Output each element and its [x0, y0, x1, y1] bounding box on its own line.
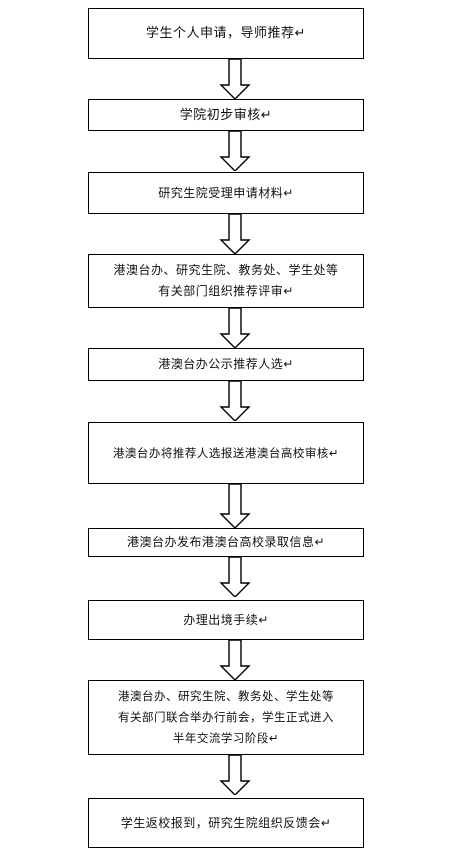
down-arrow-icon [219, 755, 251, 795]
step-4-label: 港澳台办、研究生院、教务处、学生处等 有关部门组织推荐评审↵ [113, 263, 339, 298]
step-3-box: 研究生院受理申请材料↵ [88, 172, 364, 214]
step-6-box: 港澳台办将推荐人选报送港澳台高校审核↵ [88, 422, 364, 484]
step-7-label: 港澳台办发布港澳台高校录取信息↵ [126, 535, 326, 549]
down-arrow-icon [219, 308, 251, 348]
step-8-label: 办理出境手续↵ [183, 612, 269, 627]
step-3-label: 研究生院受理申请材料↵ [158, 185, 294, 200]
step-5-label: 港澳台办公示推荐人选↵ [158, 357, 294, 371]
down-arrow-icon [219, 557, 251, 597]
down-arrow-icon [219, 484, 251, 528]
down-arrow-icon [219, 381, 251, 421]
step-8-box: 办理出境手续↵ [88, 600, 364, 640]
step-7-box: 港澳台办发布港澳台高校录取信息↵ [88, 528, 364, 557]
down-arrow-icon [219, 214, 251, 254]
step-6-label: 港澳台办将推荐人选报送港澳台高校审核↵ [112, 445, 340, 460]
step-2-label: 学院初步审核↵ [179, 107, 273, 123]
step-9-label: 港澳台办、研究生院、教务处、学生处等 有关部门联合举办行前会，学生正式进入 半年… [118, 689, 334, 745]
step-5-box: 港澳台办公示推荐人选↵ [88, 348, 364, 381]
step-4-box: 港澳台办、研究生院、教务处、学生处等 有关部门组织推荐评审↵ [88, 254, 364, 308]
down-arrow-icon [219, 640, 251, 680]
step-2-box: 学院初步审核↵ [88, 99, 364, 131]
down-arrow-icon [219, 59, 251, 99]
step-1-box: 学生个人申请，导师推荐↵ [88, 8, 364, 59]
step-1-label: 学生个人申请，导师推荐↵ [146, 26, 306, 41]
down-arrow-icon [219, 131, 251, 171]
step-10-box: 学生返校报到，研究生院组织反馈会↵ [88, 798, 364, 848]
step-9-box: 港澳台办、研究生院、教务处、学生处等 有关部门联合举办行前会，学生正式进入 半年… [88, 680, 364, 755]
step-10-label: 学生返校报到，研究生院组织反馈会↵ [120, 815, 332, 830]
